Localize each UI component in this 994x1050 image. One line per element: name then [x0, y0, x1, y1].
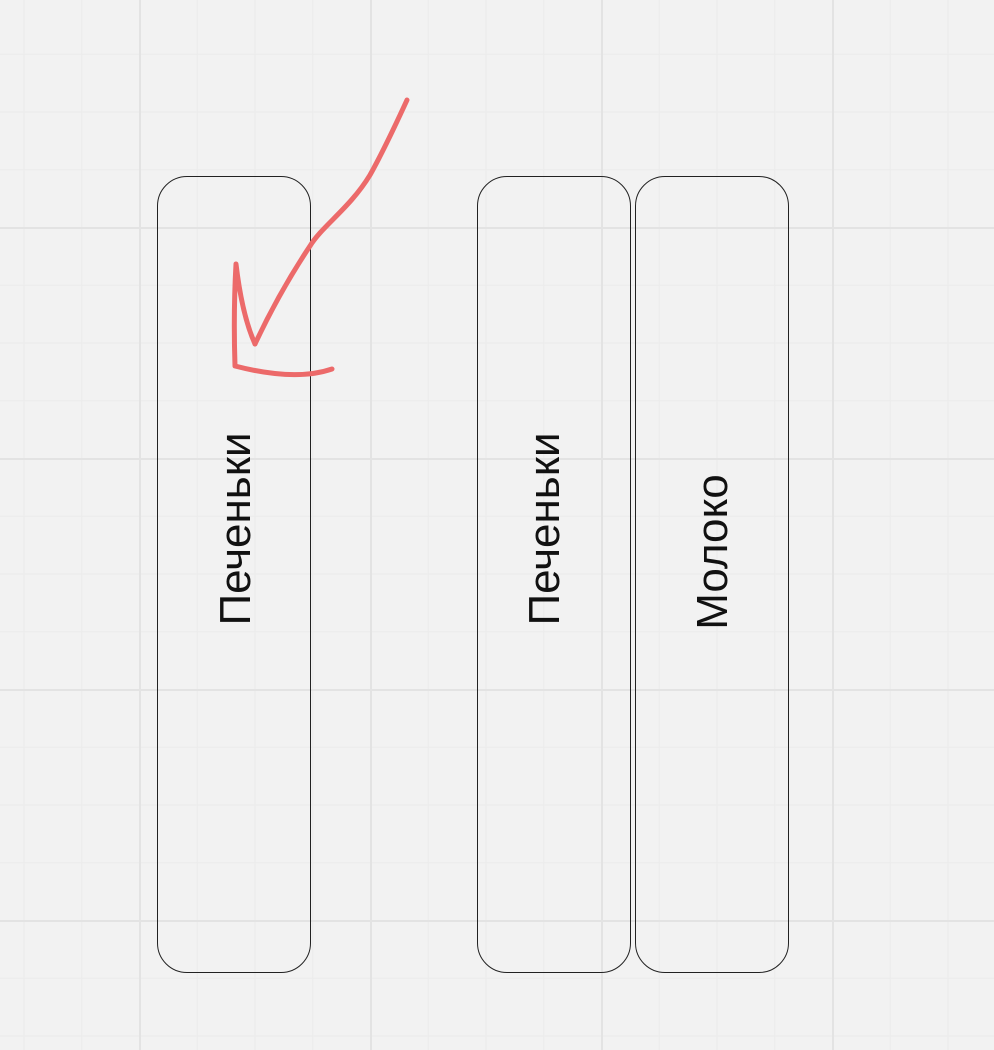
sticky-card-milk[interactable]: Молоко	[635, 176, 789, 973]
card-label: Печеньки	[520, 431, 569, 626]
sticky-card-cookies-right[interactable]: Печеньки	[477, 176, 631, 973]
sticky-card-cookies-left[interactable]: Печеньки	[157, 176, 311, 973]
card-label: Печеньки	[211, 431, 260, 626]
card-label: Молоко	[688, 473, 737, 630]
